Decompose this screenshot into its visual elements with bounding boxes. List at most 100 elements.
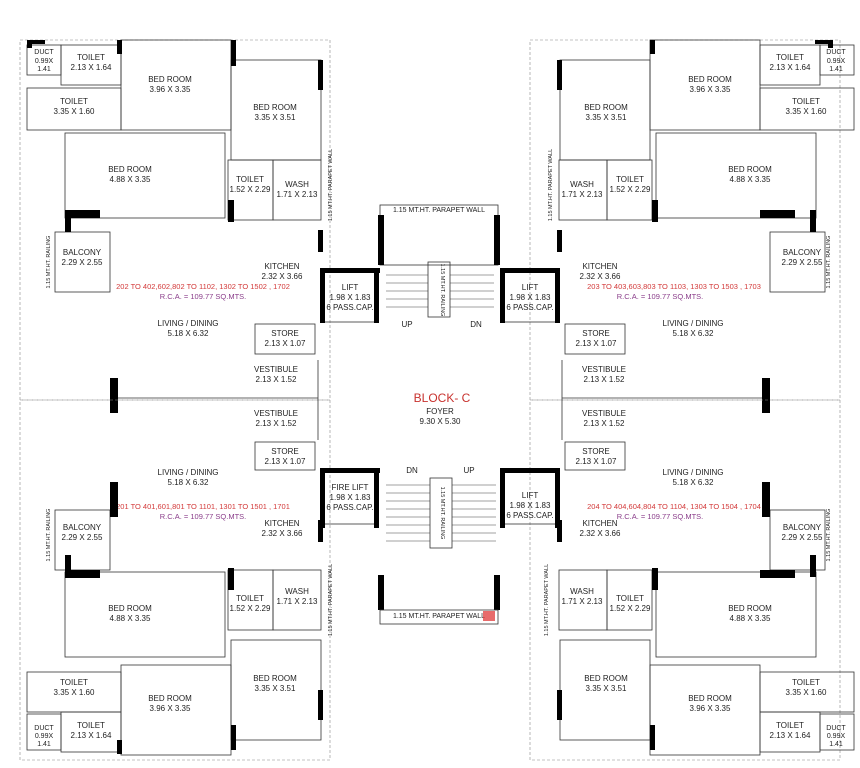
store-box — [254, 323, 316, 355]
living-label: LIVING / DINING — [158, 468, 219, 477]
lift-capacity: 6 PASS.CAP. — [326, 503, 373, 512]
flat-numbers: 203 TO 403,603,803 TO 1103, 1303 TO 1503… — [587, 282, 761, 291]
bedroom-box — [64, 132, 226, 219]
toilet-label: TOILET — [616, 594, 644, 603]
vestibule-label: VESTIBULE — [582, 409, 626, 418]
flat-numbers: 201 TO 401,601,801 TO 1101, 1301 TO 1501… — [116, 502, 290, 511]
toilet-size: 3.35 X 1.60 — [54, 107, 95, 116]
store-label: STORE — [271, 329, 298, 338]
bedroom-size: 4.88 X 3.35 — [110, 175, 151, 184]
bedroom-size: 3.35 X 3.51 — [255, 113, 296, 122]
kitchen-size: 2.32 X 3.66 — [262, 272, 303, 281]
bedroom-box — [649, 664, 761, 756]
down-label: DN — [470, 320, 482, 329]
lift-label: LIFT — [522, 283, 539, 292]
living-size: 5.18 X 6.32 — [168, 329, 209, 338]
kitchen-label: KITCHEN — [264, 519, 299, 528]
bedroom-label: BED ROOM — [148, 694, 192, 703]
kitchen-size: 2.32 X 3.66 — [580, 529, 621, 538]
vestibule-label: VESTIBULE — [254, 365, 298, 374]
stair-railing-label: 1.15 MT.HT. RAILING — [439, 264, 445, 317]
railing-label: 1.15 MT.HT. RAILING — [826, 509, 832, 562]
duct-size2: 1.41 — [829, 741, 843, 748]
parapet-wall-label: 1.15 MT.HT. PARAPET WALL — [548, 149, 554, 221]
marker-stamp — [483, 611, 495, 621]
balcony-label: BALCONY — [63, 248, 102, 257]
railing-label: 1.15 MT.HT. RAILING — [46, 236, 52, 289]
lift-size: 1.98 X 1.83 — [330, 493, 371, 502]
toilet-size: 3.35 X 1.60 — [786, 107, 827, 116]
lift-size: 1.98 X 1.83 — [330, 293, 371, 302]
balcony-label: BALCONY — [783, 523, 822, 532]
balcony-size: 2.29 X 2.55 — [782, 258, 823, 267]
duct-size2: 1.41 — [37, 741, 51, 748]
flat-top-left: DUCT 0.99X 1.41 TOILET 2.13 X 1.64 TOILE… — [19, 39, 334, 413]
wash-box — [558, 159, 608, 221]
duct-size: 0.99X — [827, 58, 846, 65]
store-label: STORE — [582, 447, 609, 456]
vestibule-size: 2.13 X 1.52 — [584, 419, 625, 428]
top-parapet-label: 1.15 MT.HT. PARAPET WALL — [393, 207, 485, 214]
toilet-size: 1.52 X 2.29 — [610, 185, 651, 194]
toilet-box — [60, 711, 122, 753]
top-stair-frame — [379, 204, 499, 266]
flat-rca: R.C.A. = 109.77 SQ.MTS. — [160, 512, 247, 521]
flat-numbers: 202 TO 402,602,802 TO 1102, 1302 TO 1502… — [116, 282, 290, 291]
toilet-size: 2.13 X 1.64 — [71, 63, 112, 72]
parapet-wall-label: 1.15 MT.HT. PARAPET WALL — [328, 149, 334, 221]
toilet-size: 1.52 X 2.29 — [230, 185, 271, 194]
bedroom-size: 3.96 X 3.35 — [690, 85, 731, 94]
balcony-size: 2.29 X 2.55 — [62, 533, 103, 542]
kitchen-label: KITCHEN — [264, 262, 299, 271]
toilet-label: TOILET — [60, 678, 88, 687]
toilet-label: TOILET — [776, 721, 804, 730]
lift-label: LIFT — [522, 491, 539, 500]
wash-box — [558, 569, 608, 631]
toilet-label: TOILET — [776, 53, 804, 62]
vestibule-size: 2.13 X 1.52 — [256, 375, 297, 384]
living-size: 5.18 X 6.32 — [673, 329, 714, 338]
toilet-size: 3.35 X 1.60 — [54, 688, 95, 697]
bedroom-size: 3.35 X 3.51 — [255, 684, 296, 693]
bedroom-label: BED ROOM — [728, 604, 772, 613]
wash-size: 1.71 X 2.13 — [562, 597, 603, 606]
bedroom-label: BED ROOM — [584, 674, 628, 683]
living-size: 5.18 X 6.32 — [168, 478, 209, 487]
bedroom-size: 3.35 X 3.51 — [586, 684, 627, 693]
vestibule-size: 2.13 X 1.52 — [584, 375, 625, 384]
lift-capacity: 6 PASS.CAP. — [506, 303, 553, 312]
toilet-label: TOILET — [792, 678, 820, 687]
wash-size: 1.71 X 2.13 — [277, 190, 318, 199]
toilet-size: 2.13 X 1.64 — [770, 731, 811, 740]
kitchen-label: KITCHEN — [582, 262, 617, 271]
balcony-label: BALCONY — [63, 523, 102, 532]
wash-size: 1.71 X 2.13 — [277, 597, 318, 606]
balcony-size: 2.29 X 2.55 — [62, 258, 103, 267]
toilet-size: 1.52 X 2.29 — [610, 604, 651, 613]
living-label: LIVING / DINING — [663, 468, 724, 477]
bedroom-label: BED ROOM — [688, 694, 732, 703]
flat-rca: R.C.A. = 109.77 SQ.MTS. — [160, 292, 247, 301]
foyer-label: FOYER — [426, 407, 454, 416]
bedroom-label: BED ROOM — [148, 75, 192, 84]
wash-label: WASH — [285, 180, 309, 189]
toilet-label: TOILET — [792, 97, 820, 106]
bottom-stair-well — [429, 477, 453, 549]
bedroom-box — [655, 571, 817, 658]
balcony-label: BALCONY — [783, 248, 822, 257]
duct-label: DUCT — [826, 49, 846, 56]
toilet-label: TOILET — [60, 97, 88, 106]
living-size: 5.18 X 6.32 — [673, 478, 714, 487]
living-label: LIVING / DINING — [663, 319, 724, 328]
fire-lift-label: FIRE LIFT — [332, 483, 369, 492]
block-title: BLOCK- C — [414, 391, 471, 405]
bedroom-box — [120, 664, 232, 756]
store-size: 2.13 X 1.07 — [576, 339, 617, 348]
toilet-label: TOILET — [236, 594, 264, 603]
bedroom-size: 3.35 X 3.51 — [586, 113, 627, 122]
store-box — [564, 323, 626, 355]
flat-rca: R.C.A. = 109.77 SQ.MTS. — [617, 512, 704, 521]
bedroom-label: BED ROOM — [253, 674, 297, 683]
wash-label: WASH — [570, 180, 594, 189]
